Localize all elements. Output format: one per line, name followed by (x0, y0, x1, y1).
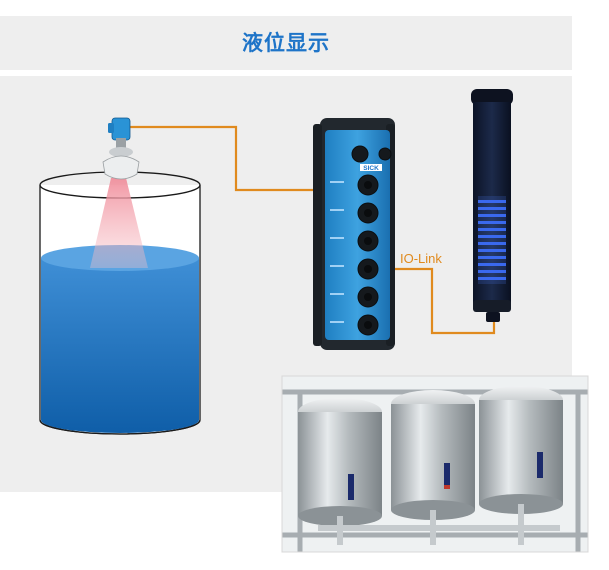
signal-cable (128, 125, 340, 192)
io-link-cable (367, 267, 496, 335)
io-link-label: IO-Link (400, 251, 442, 266)
level-sensor (102, 117, 140, 180)
header-band (0, 16, 572, 70)
steel-tank-2 (391, 390, 475, 520)
tower-led-segments (478, 200, 506, 280)
steel-tank-1 (298, 398, 382, 526)
io-link-master: SICK (313, 118, 395, 350)
page-title: 液位显示 (242, 31, 330, 55)
radar-beam (90, 178, 148, 268)
steel-tank-3 (479, 386, 563, 514)
module-brand: SICK (363, 165, 379, 172)
signal-tower-light (471, 89, 513, 322)
tank-photo (281, 375, 589, 553)
tank (39, 171, 201, 435)
divider (0, 70, 572, 76)
liquid (41, 258, 199, 433)
